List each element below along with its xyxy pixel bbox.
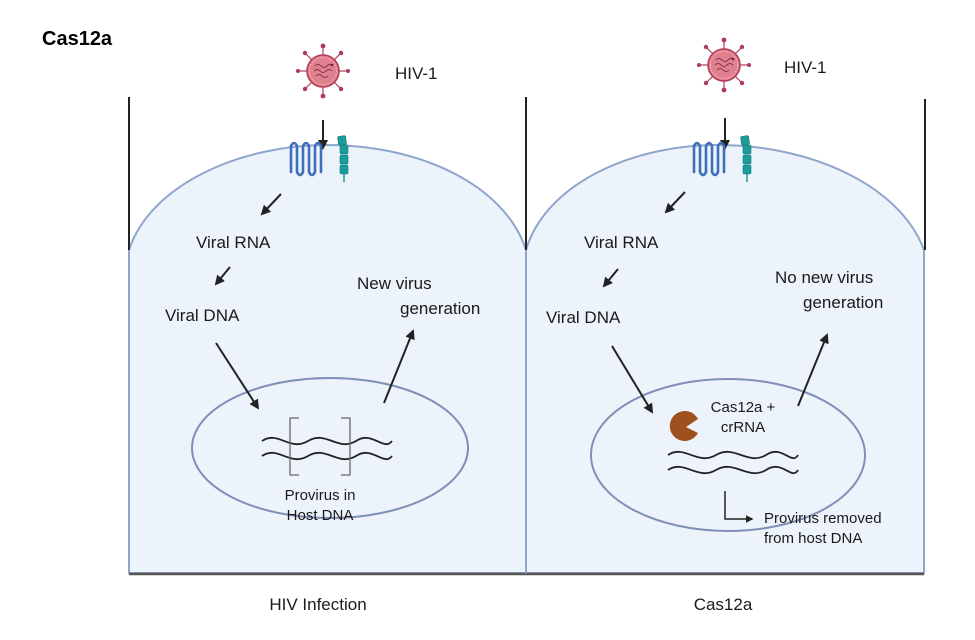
virus-label: HIV-1 — [784, 58, 827, 77]
arrow-to-rna — [260, 193, 282, 216]
arrow-to-dna — [214, 266, 231, 286]
cas12a-enzyme-icon — [669, 411, 698, 442]
panel-caption: Cas12a — [694, 595, 753, 614]
arrow-out-nucleus — [797, 333, 829, 407]
removal-arrow — [724, 491, 754, 523]
virus-label: HIV-1 — [395, 64, 438, 83]
step-viral-rna: Viral RNA — [196, 233, 271, 252]
host-dna-icon — [667, 450, 799, 475]
panel-cas12a: HIV-1 Viral RNA Viral DNA No new virus g… — [525, 36, 926, 614]
nucleus-label-line1: Provirus in — [285, 487, 356, 504]
arrow-to-rna — [664, 191, 686, 214]
nucleus — [191, 377, 469, 519]
hiv-virus-icon — [696, 36, 752, 94]
step-viral-rna: Viral RNA — [584, 233, 659, 252]
figure-title: Cas12a — [42, 28, 113, 50]
step-viral-dna: Viral DNA — [165, 306, 240, 325]
arrow-out-nucleus — [383, 329, 415, 404]
outcome-line2: generation — [803, 293, 883, 312]
outcome-line1: New virus — [357, 274, 432, 293]
arrow-into-nucleus — [611, 345, 654, 414]
arrow-into-nucleus — [215, 342, 260, 410]
outcome-line1: No new virus — [775, 268, 873, 287]
removed-label-line2: from host DNA — [764, 530, 862, 547]
arrow-to-dna — [602, 268, 619, 288]
nucleus — [590, 378, 866, 532]
host-dna-icon — [261, 436, 393, 461]
step-viral-dna: Viral DNA — [546, 308, 621, 327]
nucleus-label-line2: Host DNA — [287, 507, 354, 524]
provirus-bracket-icon — [289, 417, 351, 476]
panel-hiv-infection: HIV-1 Viral RNA Viral DNA New virus gene… — [128, 42, 527, 614]
hiv-virus-icon — [295, 42, 351, 100]
removed-label-line1: Provirus removed — [764, 510, 882, 527]
enzyme-label-line1: Cas12a + — [711, 399, 776, 416]
panel-caption: HIV Infection — [269, 595, 366, 614]
enzyme-label-line2: crRNA — [721, 419, 765, 436]
outcome-line2: generation — [400, 299, 480, 318]
